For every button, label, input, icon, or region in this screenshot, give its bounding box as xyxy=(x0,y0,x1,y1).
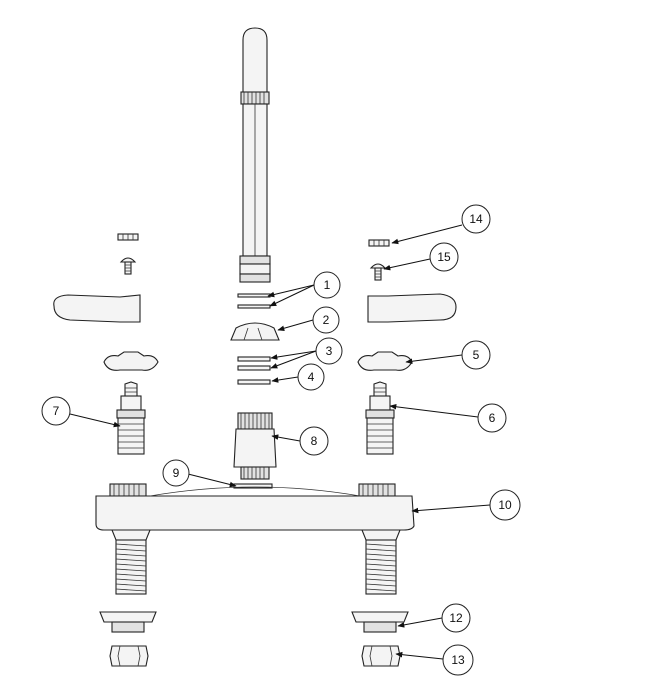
left-cartridge-7 xyxy=(116,381,146,455)
svg-text:7: 7 xyxy=(53,404,60,418)
callout-8: 8 xyxy=(299,426,329,456)
svg-text:13: 13 xyxy=(451,653,465,667)
svg-text:3: 3 xyxy=(326,344,333,358)
right-handle-adapter-5 xyxy=(357,351,413,371)
callout-3: 3 xyxy=(315,337,343,365)
svg-text:15: 15 xyxy=(437,250,451,264)
callout-6: 6 xyxy=(477,403,507,433)
left-handle-adapter xyxy=(103,351,159,371)
svg-text:12: 12 xyxy=(449,611,463,625)
right-index-button-14 xyxy=(368,239,390,247)
mounting-washer-right-12 xyxy=(351,611,409,633)
left-handle-screw xyxy=(119,257,137,275)
callout-15: 15 xyxy=(429,242,459,272)
callout-12: 12 xyxy=(441,603,471,633)
right-lever-handle xyxy=(367,293,457,323)
spout-tube xyxy=(239,27,271,283)
right-cartridge-6 xyxy=(365,381,395,455)
svg-text:9: 9 xyxy=(173,466,180,480)
hex-nut-left xyxy=(109,645,149,667)
left-lever-handle xyxy=(53,294,141,323)
washer-pair-1 xyxy=(237,293,271,309)
svg-text:10: 10 xyxy=(498,498,512,512)
washer-pair-3 xyxy=(237,356,271,371)
callout-14: 14 xyxy=(461,204,491,234)
right-handle-stack xyxy=(357,239,457,455)
spout-collar-2 xyxy=(230,322,280,341)
svg-text:6: 6 xyxy=(489,411,496,425)
left-index-button xyxy=(117,233,139,241)
washer-4 xyxy=(237,379,271,385)
svg-text:2: 2 xyxy=(323,313,330,327)
spout-adapter-8 xyxy=(233,412,277,480)
callout-9: 9 xyxy=(162,459,190,487)
svg-text:4: 4 xyxy=(308,370,315,384)
svg-text:5: 5 xyxy=(473,348,480,362)
callout-1: 1 xyxy=(313,271,341,299)
callout-2: 2 xyxy=(312,306,340,334)
svg-text:8: 8 xyxy=(311,434,318,448)
callout-13: 13 xyxy=(442,644,474,676)
svg-text:14: 14 xyxy=(469,212,483,226)
svg-text:1: 1 xyxy=(324,278,331,292)
callout-4: 4 xyxy=(297,363,325,391)
callout-7: 7 xyxy=(41,396,71,426)
callout-5: 5 xyxy=(461,340,491,370)
left-handle-stack xyxy=(53,233,159,455)
hex-nut-right-13 xyxy=(361,645,401,667)
leader-lines xyxy=(69,224,491,660)
right-handle-screw-15 xyxy=(369,263,387,281)
faucet-body-10 xyxy=(95,483,415,595)
callout-10: 10 xyxy=(489,489,521,521)
mounting-washer-left xyxy=(99,611,157,633)
